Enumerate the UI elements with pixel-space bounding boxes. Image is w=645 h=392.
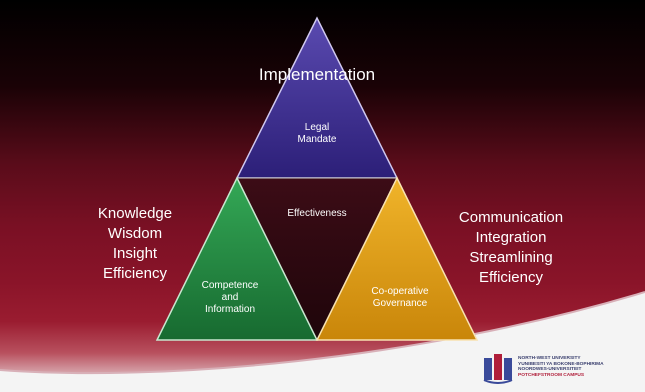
effectiveness-label: Effectiveness — [287, 208, 347, 219]
competence-line1: Competence — [201, 280, 259, 291]
university-line3: NOORDWES-UNIVERSITEIT — [518, 367, 582, 373]
cooperative-line1: Co-operative — [371, 286, 429, 297]
legal-mandate-line2: Mandate — [297, 134, 337, 145]
left-list-item: Efficiency — [103, 265, 167, 282]
left-list: Knowledge Wisdom Insight Efficiency — [80, 204, 190, 284]
cooperative-line2: Governance — [372, 298, 428, 309]
left-list-item: Wisdom — [107, 225, 163, 242]
university-campus: POTCHEFSTROOM CAMPUS — [518, 372, 585, 378]
right-list-item: Efficiency — [479, 269, 543, 286]
right-list: Communication Integration Streamlining E… — [446, 208, 576, 288]
university-name: NORTH-WEST UNIVERSITY YUNIBESITI YA BOKO… — [518, 356, 604, 378]
implementation-heading: Implementation — [258, 65, 376, 84]
university-emblem-icon — [483, 354, 513, 384]
cooperative-governance-label: Co-operative Governance — [350, 286, 450, 310]
top-triangle — [235, 16, 399, 179]
left-triangle — [155, 176, 319, 341]
left-list-item: Knowledge — [97, 205, 173, 222]
legal-mandate-label: Legal Mandate — [282, 122, 352, 146]
competence-line2: and — [221, 292, 239, 303]
legal-mandate-line1: Legal — [304, 122, 330, 133]
right-list-item: Communication — [458, 209, 564, 226]
competence-line3: Information — [204, 304, 256, 315]
university-line2: YUNIBESITI YA BOKONE-BOPHIRIMA — [518, 361, 604, 367]
university-logo: NORTH-WEST UNIVERSITY YUNIBESITI YA BOKO… — [482, 350, 642, 386]
right-triangle — [315, 176, 479, 341]
right-list-item: Streamlining — [469, 249, 553, 266]
left-list-item: Insight — [112, 245, 158, 262]
right-list-item: Integration — [475, 229, 547, 246]
university-line1: NORTH-WEST UNIVERSITY — [518, 356, 581, 361]
competence-label: Competence and Information — [190, 280, 270, 316]
